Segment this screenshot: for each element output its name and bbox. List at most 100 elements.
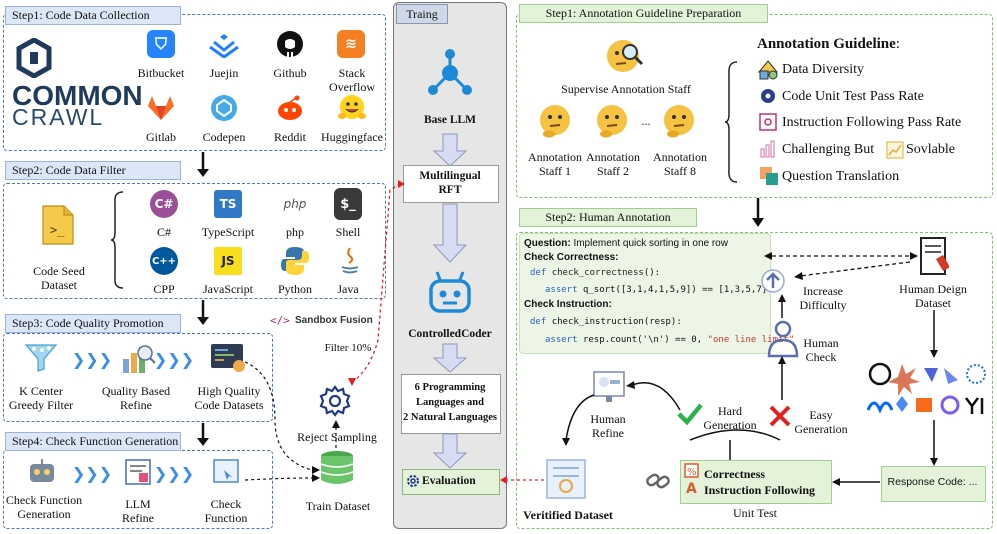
response-code-box (881, 466, 986, 502)
step2-filter-box (3, 183, 386, 299)
human-check-line1: Human (803, 336, 839, 350)
code-line-3: def check_instruction(resp): (530, 317, 682, 327)
hard-line2: Generation (703, 418, 757, 432)
gitlab-icon (148, 96, 174, 120)
kcenter-line1: K Center (19, 384, 63, 398)
train-dataset-label: Train Dataset (305, 499, 371, 513)
unit-test-icon: %A (684, 463, 699, 497)
increase-line2: Difficulty (799, 298, 847, 312)
language-label-csharp: C# (156, 225, 171, 239)
guideline-item-solvable: Sovlable (906, 142, 955, 157)
guideline-item-translation: Question Translation (782, 169, 900, 184)
database-icon (320, 451, 354, 484)
human-refine-line2: Refine (592, 426, 624, 440)
python-icon (281, 247, 309, 275)
langs-line2: Languages and (416, 397, 484, 408)
trend-chart-icon (886, 141, 904, 159)
juejin-icon (209, 34, 239, 58)
controlled-coder-label: ControlledCoder (408, 328, 492, 340)
csharp-icon: C# (150, 190, 178, 218)
flow-arrow (197, 300, 209, 325)
code-seed-file-icon: >_ (42, 205, 74, 245)
robot-icon (30, 459, 54, 482)
chevron-right-icon: ❯❯❯ (153, 463, 195, 483)
link-icon (646, 473, 670, 489)
code-rest: (): (643, 268, 661, 278)
cfg-line2: Generation (17, 507, 71, 521)
stack-overflow-icon: ≋ (337, 30, 365, 58)
step4-check-label: Step4: Check Function Generation (5, 432, 181, 451)
human-check-icon (767, 320, 799, 358)
hq-code-icon (211, 344, 245, 372)
staff2-line2: Staff 2 (596, 164, 630, 178)
rft-line2: RFT (438, 184, 462, 196)
languages-box (401, 374, 501, 434)
langs-line3: 2 Natural Languages (403, 412, 497, 423)
llm-logos-icon (866, 362, 986, 415)
github-icon (277, 31, 303, 57)
flow-arrow (197, 152, 209, 177)
instruction-following-label: Instruction Following (704, 483, 816, 497)
flow-arrow (197, 423, 209, 446)
human-refine-icon (593, 371, 625, 402)
instruction-icon (759, 113, 777, 131)
verified-dataset-label: Veritified Dataset (523, 508, 613, 522)
human-check-line2: Check (805, 350, 837, 364)
svg-text:%: % (687, 467, 697, 478)
guideline-item-instruction: Instruction Following Pass Rate (782, 115, 962, 130)
supervise-label: Supervise Annotation Staff (561, 82, 691, 96)
correctness-label: Correctness (704, 467, 766, 481)
source-label-stack-line1: Stack (338, 66, 366, 80)
check-instruction-label: Check Instruction: (524, 299, 612, 310)
typescript-icon: TS (214, 190, 242, 218)
hq-line2: Code Datasets (194, 398, 264, 412)
check-function-line1: Check (210, 497, 242, 511)
notebook-icon (920, 237, 949, 275)
staff8-line2: Staff 8 (663, 164, 697, 178)
hq-line1: High Quality (197, 384, 261, 398)
gear-icon (761, 89, 775, 103)
easy-line2: Generation (794, 422, 848, 436)
guideline-item-challenging: Challenging But (782, 142, 875, 157)
check-function-icon (213, 459, 239, 483)
hard-line1: Hard (718, 404, 742, 418)
increase-difficulty-icon (761, 269, 785, 293)
chevron-right-icon: ❯❯❯ (71, 349, 113, 369)
svg-text:>_: >_ (50, 223, 65, 237)
step3-quality-label: Step3: Code Quality Promotion (5, 314, 181, 333)
funnel-icon (24, 344, 58, 372)
question-text: Implement quick sorting in one row (573, 238, 728, 249)
staff8-line1: Annotation (653, 150, 707, 164)
javascript-icon: JS (214, 247, 242, 275)
verified-dataset-icon (546, 459, 586, 499)
sandbox-fusion-icon: </> (270, 314, 290, 327)
base-llm-label: Base LLM (423, 114, 477, 126)
training-title: Traing (396, 4, 448, 24)
source-label-stack-line2: Overflow (329, 80, 375, 94)
rft-line1: Multilingual (419, 170, 481, 182)
evaluation-label: Evaluation (422, 475, 476, 487)
controlled-coder-robot-icon (429, 271, 471, 313)
hollow-arrow (432, 433, 468, 469)
step2-filter-label: Step2: Code Data Filter (5, 161, 181, 180)
increase-line1: Increase (803, 284, 843, 298)
source-label-gitlab: Gitlab (146, 130, 176, 144)
brace-icon (110, 191, 124, 289)
bars-icon (760, 140, 775, 158)
llm-refine-line1: LLM (125, 497, 151, 511)
step1-collection-box (3, 14, 386, 151)
guideline-title-colon: : (895, 36, 900, 52)
gear-icon (319, 385, 351, 417)
guideline-item-unit-test: Code Unit Test Pass Rate (782, 89, 924, 104)
language-label-java: Java (337, 282, 359, 296)
base-llm-icon (428, 49, 472, 95)
java-icon (341, 247, 359, 274)
code-string: "one line limit" (707, 335, 795, 345)
filter-label: Filter 10% (324, 342, 372, 354)
question-line: Question: Implement quick sorting in one… (524, 238, 728, 249)
llm-refine-line2: Refine (122, 511, 154, 525)
thinking-emoji-icon (540, 105, 570, 138)
php-icon: php (278, 194, 312, 214)
